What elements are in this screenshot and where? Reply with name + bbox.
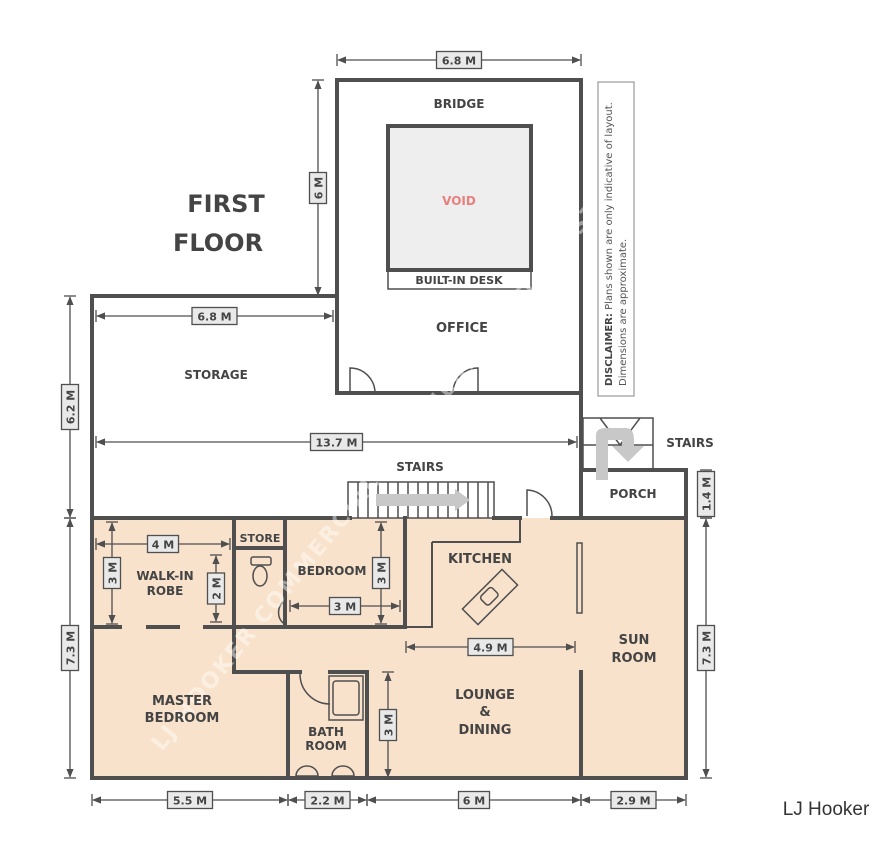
disclaimer-label: DISCLAIMER:: [604, 313, 615, 386]
basin-icon: [295, 765, 355, 777]
dimension-label: 3 M: [383, 714, 396, 736]
door-bath: [299, 673, 331, 705]
room-label-kitchen: KITCHEN: [448, 552, 512, 567]
disclaimer: DISCLAIMER: Plans shown are only indicat…: [597, 81, 635, 397]
dimension-label: 4.9 M: [473, 642, 507, 655]
room-label-void: VOID: [442, 194, 476, 208]
dimension-porch: 1.4 M: [696, 469, 716, 519]
dimension-bedroom-width: 3 M: [289, 596, 401, 616]
stairs-label: STAIRS: [666, 436, 714, 450]
room-label-store: STORE: [240, 532, 281, 545]
floor-title-line1: FIRST: [187, 190, 265, 218]
door-office-right: [452, 367, 479, 394]
dimension-label: 6 M: [463, 795, 485, 808]
disclaimer-text: Plans shown are only indicative of layou…: [604, 102, 615, 310]
room-label-lounge: &: [479, 705, 490, 720]
stairs-right-arrow-icon: [596, 428, 644, 480]
floor-title-line2: FLOOR: [173, 229, 263, 257]
disclaimer-text: Dimensions are approximate.: [618, 239, 629, 386]
dimension-label: 2 M: [211, 577, 224, 599]
dimension-office-depth: 6 M: [308, 79, 328, 297]
dimension-office-width: 6.8 M: [336, 50, 582, 70]
dimension-robe-inner: 2 M: [206, 554, 226, 623]
room-label-bath: ROOM: [305, 739, 347, 753]
dimension-full-width: 13.7 M: [95, 432, 578, 452]
toilet-icon: [250, 556, 272, 587]
room-label-storage: STORAGE: [184, 368, 248, 382]
dimension-label: 6 M: [313, 177, 326, 199]
room-label-lounge: DINING: [459, 723, 512, 738]
dimension-robe-depth: 3 M: [102, 521, 122, 625]
dimension-label: 4 M: [152, 539, 174, 552]
desk-label: BUILT-IN DESK: [415, 274, 503, 287]
dimension-label: 7.3 M: [65, 631, 78, 665]
dimension-left-upper: 6.2 M: [60, 295, 80, 519]
room-label-walkin: ROBE: [147, 584, 184, 598]
dimension-lounge-width: 4.9 M: [405, 637, 576, 657]
dimension-label: 3 M: [107, 562, 120, 584]
room-label-bedroom: BEDROOM: [298, 564, 367, 578]
dimension-label: 1.4 M: [701, 477, 714, 511]
stairs-arrow-icon: [376, 489, 470, 511]
dimension-label: 3 M: [334, 601, 356, 614]
dimension-label: 6.2 M: [65, 390, 78, 424]
dimension-label: 6.8 M: [197, 311, 231, 324]
room-label-lounge: LOUNGE: [455, 688, 515, 703]
dimension-label: 5.5 M: [173, 795, 207, 808]
kitchen-island: [461, 568, 519, 626]
svg-text:DISCLAIMER: Plans shown are on: DISCLAIMER: Plans shown are only indicat…: [604, 102, 615, 386]
dimension-lines: 6.8 M 6 M 6.8 M 13.7 M 6.2 M 7.3 M 7.3 M 1.4 M 4…: [60, 50, 716, 810]
stairs-middle: [347, 481, 495, 519]
dimension-storage-width: 6.8 M: [95, 306, 334, 326]
sunroom-window: [576, 542, 583, 614]
room-label-sunroom: SUN: [619, 633, 650, 648]
dimension-lounge-depth: 3 M: [378, 671, 398, 779]
room-label-bath: BATH: [308, 725, 344, 739]
dimension-bottom-1: 5.5 M: [91, 790, 289, 810]
door-storage: [526, 489, 553, 517]
dimension-label: 2.9 M: [616, 795, 650, 808]
dimension-left-lower: 7.3 M: [60, 517, 80, 779]
dimension-robe-width: 4 M: [95, 534, 231, 554]
lj-hooker-logo: LJ Hooker: [783, 799, 870, 820]
dimension-label: 3 M: [376, 562, 389, 584]
dimension-bottom-4: 2.9 M: [580, 790, 687, 810]
dimension-bottom-3: 6 M: [366, 790, 582, 810]
dimension-bottom-2: 2.2 M: [287, 790, 368, 810]
bathtub-icon: [328, 675, 364, 721]
dimension-label: 6.8 M: [442, 55, 476, 68]
basin-icon: [277, 599, 286, 626]
room-label-office: OFFICE: [436, 321, 488, 336]
dimension-label: 7.3 M: [701, 631, 714, 665]
room-label-walkin: WALK-IN: [136, 569, 193, 583]
dimension-label: 2.2 M: [310, 795, 344, 808]
room-label-porch: PORCH: [609, 487, 656, 501]
dimension-label: 13.7 M: [316, 437, 358, 450]
room-label-master: BEDROOM: [145, 711, 220, 726]
room-label-sunroom: ROOM: [611, 651, 656, 666]
stairs-label: STAIRS: [396, 460, 444, 474]
door-office-left: [349, 367, 376, 394]
room-label-master: MASTER: [152, 694, 212, 709]
dimension-right-lower: 7.3 M: [696, 517, 716, 779]
built-in-desk: [387, 269, 532, 290]
walls: [90, 78, 688, 780]
room-label-bridge: BRIDGE: [434, 97, 485, 111]
void-area: [386, 124, 533, 272]
